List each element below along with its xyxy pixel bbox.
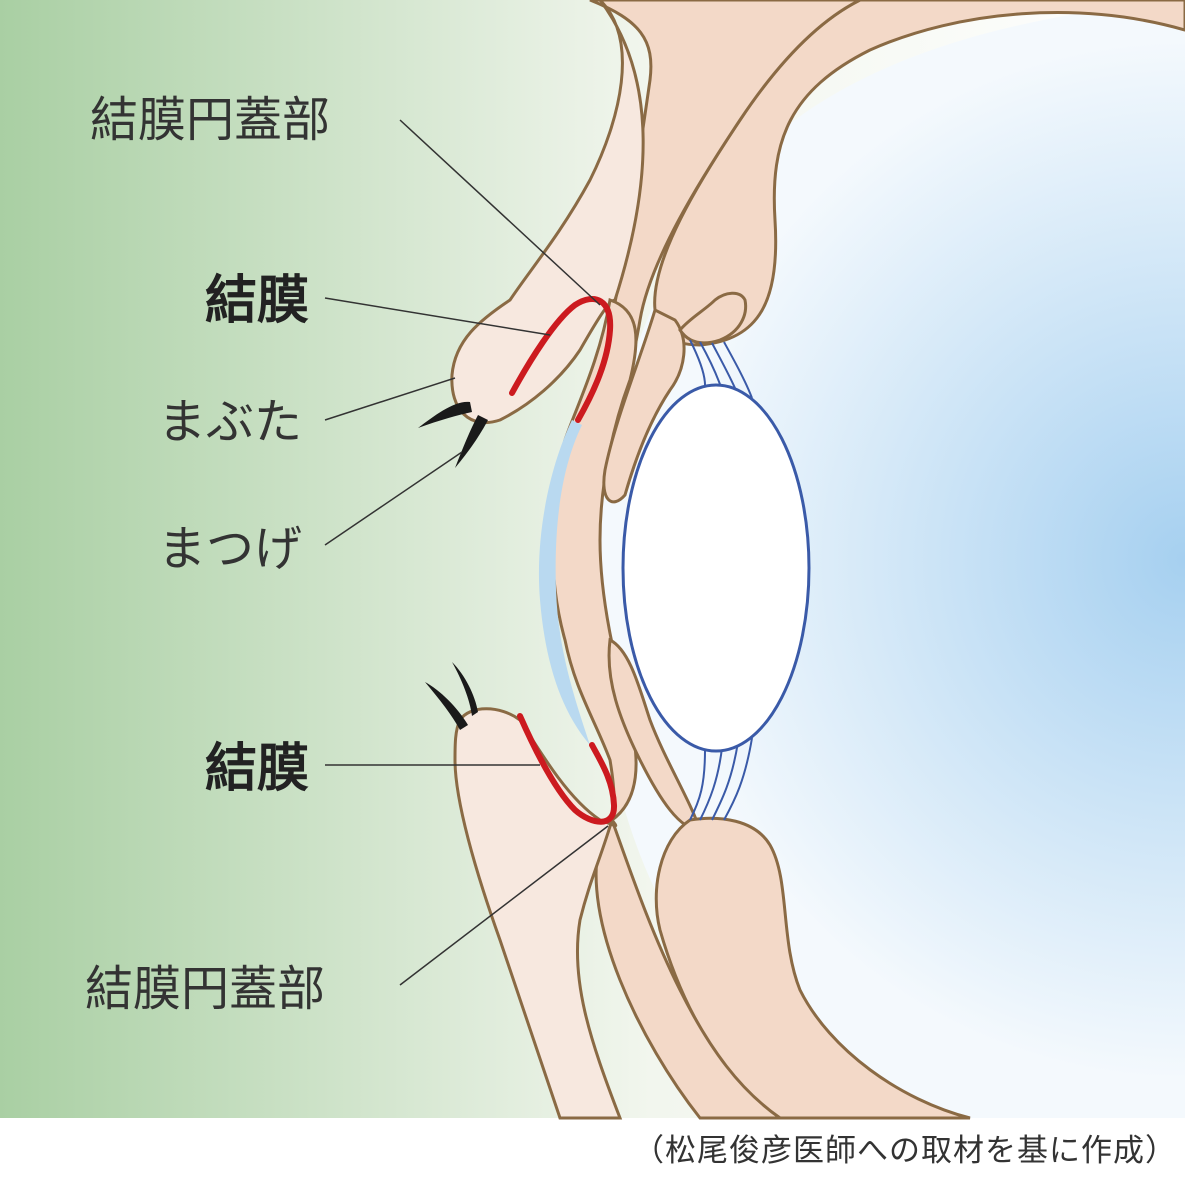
label-eyelash: まつげ [158, 521, 302, 577]
conjunctiva-lower-line [517, 713, 618, 825]
conjunctiva-upper-line [509, 296, 614, 423]
label-conjunctiva-lower: 結膜 [205, 739, 309, 799]
eyelashes-upper [418, 401, 488, 468]
label-eyelid: まぶた [158, 394, 302, 450]
crystalline-lens [621, 383, 811, 753]
label-fornix-upper: 結膜円蓋部 [90, 92, 330, 148]
label-conjunctiva-upper: 結膜 [205, 271, 309, 331]
sclera-wall-lower [654, 816, 971, 1120]
iris-upper [602, 307, 686, 504]
skin-outer-lower [594, 816, 785, 1120]
eyelashes-lower [425, 662, 478, 730]
ciliary-body-upper [678, 291, 748, 345]
label-fornix-lower: 結膜円蓋部 [85, 961, 325, 1017]
leader-lines [324, 119, 609, 986]
cornea-tear-film [538, 420, 590, 745]
source-caption: （松尾俊彦医師への取材を基に作成） [633, 1133, 1177, 1169]
